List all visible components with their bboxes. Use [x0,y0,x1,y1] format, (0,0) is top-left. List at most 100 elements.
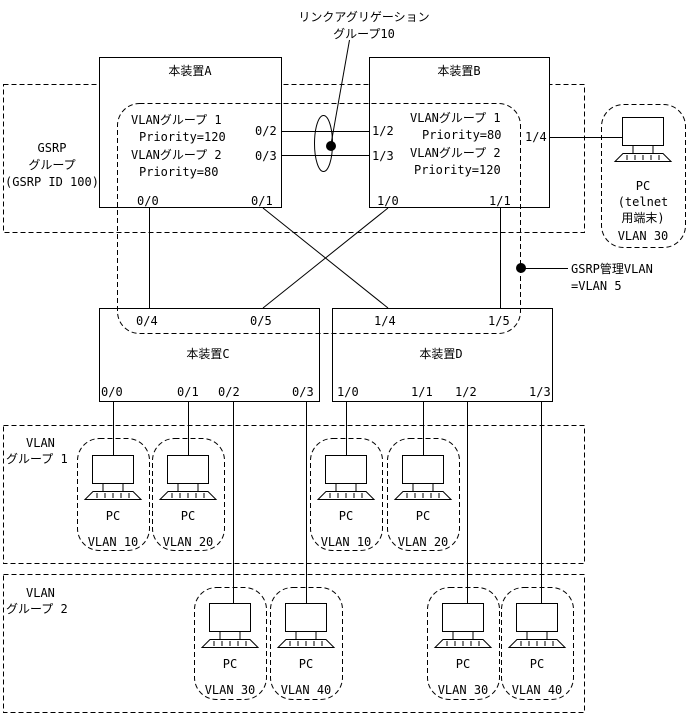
link-aggregation-dot [326,141,336,151]
telnet-pc-label: PC [635,179,651,193]
pc-2-enclosure [152,438,225,551]
device-a-group2: VLANグループ 2 [131,148,222,162]
pc-2-label: PC [180,509,196,523]
device-c-port-04: 0/4 [136,314,158,328]
device-c-port-01: 0/1 [177,385,199,399]
pc-3-enclosure [310,438,383,551]
device-b-port-11: 1/1 [489,194,511,208]
pc-6-enclosure [270,587,343,700]
telnet-pc-enclosure [601,104,686,248]
pc-7-icon-screen [442,603,484,632]
device-b-group1: VLANグループ 1 [410,111,501,125]
device-d-title: 本装置D [419,347,463,361]
pc-1-enclosure [77,438,150,551]
device-a-priority1: Priority=120 [139,130,226,144]
device-a-group1: VLANグループ 1 [131,113,222,127]
pc-8-enclosure [501,587,574,700]
device-b-group2: VLANグループ 2 [410,146,501,160]
device-a-port-00: 0/0 [137,194,159,208]
vlan-group-2-label-1: VLAN [26,586,55,600]
pc-7-vlan: VLAN 30 [437,683,489,697]
pc-5-enclosure [194,587,267,700]
device-b-title: 本装置B [437,64,481,78]
pc-3-label: PC [338,509,354,523]
pc-7-icon [433,603,493,648]
vlan-group-2-label-2: グループ 2 [6,602,68,616]
pc-3-icon [316,455,376,500]
pc-1-vlan: VLAN 10 [87,535,139,549]
device-b-port-14: 1/4 [525,130,547,144]
pc-2-icon [158,455,218,500]
vlan-group-1-region [3,425,585,564]
vlan-group-1-label-1: VLAN [26,436,55,450]
device-c-box [99,308,320,402]
pc-4-label: PC [415,509,431,523]
vlan-group-1-label-2: グループ 1 [6,452,68,466]
telnet-pc-desc-2: 用端末) [621,211,665,225]
pc-2-vlan: VLAN 20 [162,535,214,549]
device-b-port-12: 1/2 [372,124,394,138]
link-b10-c05 [262,207,389,309]
link-aggregation-leader [330,39,350,148]
device-b-priority2: Priority=120 [414,163,501,177]
device-a-port-03: 0/3 [255,149,277,163]
telnet-pc-icon-screen [622,117,664,146]
device-b-priority1: Priority=80 [422,128,502,142]
device-b-port-10: 1/0 [377,194,399,208]
pc-4-icon-screen [402,455,444,484]
pc-3-vlan: VLAN 10 [320,535,372,549]
device-a-port-01: 0/1 [251,194,273,208]
pc-5-icon [200,603,260,648]
telnet-pc-vlan: VLAN 30 [617,229,669,243]
gsrp-vlan-label-1: GSRP管理VLAN [571,262,653,276]
pc-6-icon [276,603,336,648]
pc-3-icon-screen [325,455,367,484]
pc-6-icon-screen [285,603,327,632]
device-a-title: 本装置A [168,64,212,78]
device-d-port-11: 1/1 [411,385,433,399]
pc-7-label: PC [455,657,471,671]
pc-6-vlan: VLAN 40 [280,683,332,697]
pc-8-icon [507,603,567,648]
device-d-port-14: 1/4 [374,314,396,328]
device-c-port-03: 0/3 [292,385,314,399]
gsrp-group-label-1: GSRP [37,141,67,155]
pc-6-label: PC [298,657,314,671]
pc-4-vlan: VLAN 20 [397,535,449,549]
pc-1-icon [83,455,143,500]
gsrp-vlan-dot [516,263,526,273]
pc-5-vlan: VLAN 30 [204,683,256,697]
pc-8-vlan: VLAN 40 [511,683,563,697]
device-a-box [99,57,282,208]
pc-5-label: PC [222,657,238,671]
device-d-port-13: 1/3 [529,385,551,399]
pc-4-icon [393,455,453,500]
device-a-priority2: Priority=80 [139,165,219,179]
gsrp-vlan-loop-inner [117,103,521,334]
pc-7-enclosure [427,587,500,700]
pc-1-icon-screen [92,455,134,484]
device-c-port-02: 0/2 [218,385,240,399]
device-b-port-13: 1/3 [372,149,394,163]
telnet-pc-desc-1: (telnet [617,195,669,209]
device-d-port-12: 1/2 [455,385,477,399]
device-a-port-02: 0/2 [255,124,277,138]
gsrp-group-label-3: (GSRP ID 100) [5,175,99,189]
pc-5-icon-screen [209,603,251,632]
pc-4-enclosure [387,438,460,551]
pc-2-icon-screen [167,455,209,484]
device-d-port-15: 1/5 [488,314,510,328]
pc-1-label: PC [105,509,121,523]
device-d-port-10: 1/0 [337,385,359,399]
pc-8-icon-screen [516,603,558,632]
link-aggregation-label-2: グループ10 [333,27,395,41]
device-c-title: 本装置C [186,347,230,361]
link-aggregation-label-1: リンクアグリゲーション [298,10,430,24]
gsrp-group-label-2: グループ [28,158,76,172]
device-c-port-00: 0/0 [101,385,123,399]
pc-8-label: PC [529,657,545,671]
gsrp-vlan-label-2: =VLAN 5 [571,279,622,293]
vlan-group-2-region [3,574,585,713]
